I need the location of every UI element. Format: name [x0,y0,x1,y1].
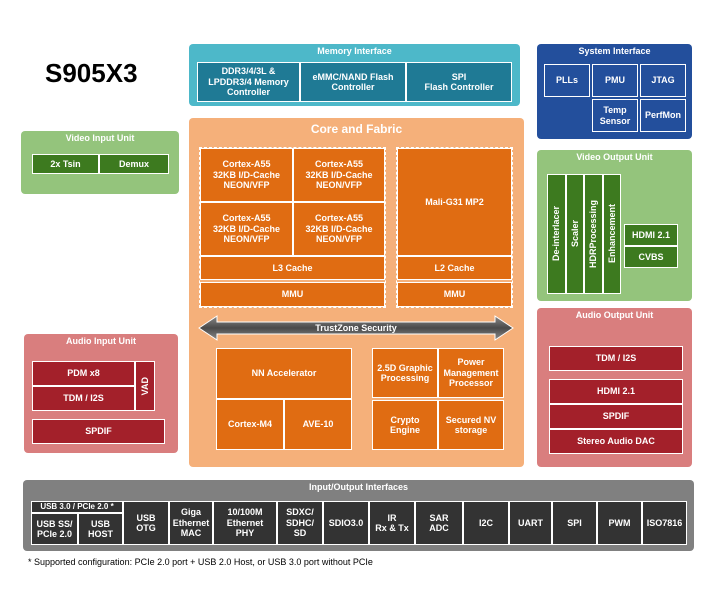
vad-label: VAD [139,376,150,396]
audio-input-block: Audio Input Unit PDM x8 TDM / I2S VAD SP… [24,334,178,453]
crypto-engine: Crypto Engine [372,400,438,450]
hdmi-output-cell: HDMI 2.1 [624,224,678,246]
emmc-nand-flash-controller: eMMC/NAND Flash Controller [300,62,406,102]
sdio3-cell: SDIO3.0 [323,501,369,545]
video-output-title: Video Output Unit [576,152,653,162]
temp-sensor-cell: Temp Sensor [592,99,638,132]
uart-cell: UART [509,501,552,545]
ir-rx-tx-cell: IR Rx & Tx [369,501,415,545]
enhancement-cell: Enhancement [603,174,621,294]
graphic-processing: 2.5D Graphic Processing [372,348,438,398]
cortex-a55-core-3: Cortex-A55 32KB I/D-Cache NEON/VFP [200,202,293,256]
secured-nv-storage: Secured NV storage [438,400,504,450]
audio-output-block: Audio Output Unit TDM / I2S HDMI 2.1 SPD… [537,308,692,467]
spi-flash-controller: SPI Flash Controller [406,62,512,102]
scaler-label: Scaler [569,220,580,248]
cortex-a55-core-2: Cortex-A55 32KB I/D-Cache NEON/VFP [293,148,385,202]
cvbs-cell: CVBS [624,246,678,268]
cortex-m4: Cortex-M4 [216,399,284,450]
iso7816-cell: ISO7816 [642,501,687,545]
usb-group-label: USB 3.0 / PCIe 2.0 * [32,502,122,513]
cortex-a55-core-4: Cortex-A55 32KB I/D-Cache NEON/VFP [293,202,385,256]
tdm-i2s-output-cell: TDM / I2S [549,346,683,371]
sar-adc-cell: SAR ADC [415,501,463,545]
video-input-title: Video Input Unit [65,133,135,143]
system-interface-block: System Interface PLLs PMU JTAG Temp Sens… [537,44,692,139]
deinterlacer-cell: De-interlacer [547,174,566,294]
memory-controller: DDR3/4/3L & LPDDR3/4 Memory Controller [197,62,300,102]
system-interface-title: System Interface [578,46,651,56]
stereo-audio-dac-cell: Stereo Audio DAC [549,429,683,454]
deinterlacer-label: De-interlacer [551,206,562,262]
pmu-cell: PMU [592,64,638,97]
footnote: * Supported configuration: PCIe 2.0 port… [28,557,373,567]
hdr-processing-label: HDRProcessing [588,199,599,269]
giga-ethernet-mac-cell: Giga Ethernet MAC [169,501,213,545]
pdm-cell: PDM x8 [32,361,135,386]
usb-host-cell: USB HOST [78,513,123,545]
audio-output-title: Audio Output Unit [575,310,654,320]
mali-g31-gpu: Mali-G31 MP2 [397,148,512,256]
memory-interface-block: Memory Interface DDR3/4/3L & LPDDR3/4 Me… [189,44,520,106]
demux-cell: Demux [99,154,169,174]
memory-interface-title: Memory Interface [317,46,392,56]
video-input-block: Video Input Unit 2x Tsin Demux [21,131,179,194]
vad-cell: VAD [135,361,155,411]
tdm-i2s-input-cell: TDM / I2S [32,386,135,411]
trustzone-label: TrustZone Security [315,322,397,333]
plls-cell: PLLs [544,64,590,97]
video-output-block: Video Output Unit De-interlacer Scaler H… [537,150,692,301]
core-fabric-block: Core and Fabric Cortex-A55 32KB I/D-Cach… [189,118,524,467]
usb-otg-cell: USB OTG [123,501,169,545]
scaler-cell: Scaler [566,174,584,294]
gpu-cluster [396,147,513,308]
usb-ss-pcie-cell: USB SS/ PCIe 2.0 [31,513,78,545]
l2-cache: L2 Cache [397,256,512,280]
spi-cell: SPI [552,501,597,545]
audio-input-title: Audio Input Unit [66,336,136,346]
i2c-cell: I2C [463,501,509,545]
core-fabric-title: Core and Fabric [310,122,403,136]
spdif-output-cell: SPDIF [549,404,683,429]
hdr-processing-cell: HDRProcessing [584,174,603,294]
sdxc-sdhc-sd-cell: SDXC/ SDHC/ SD [277,501,323,545]
perfmon-cell: PerfMon [640,99,686,132]
power-management-processor: Power Management Processor [438,348,504,398]
hdmi-audio-cell: HDMI 2.1 [549,379,683,404]
l3-cache: L3 Cache [200,256,385,280]
mmu-cpu: MMU [200,282,385,307]
io-interfaces-title: Input/Output Interfaces [309,482,408,492]
ave-10: AVE-10 [284,399,352,450]
jtag-cell: JTAG [640,64,686,97]
cpu-cluster [199,147,386,308]
chip-title: S905X3 [45,58,138,88]
nn-accelerator: NN Accelerator [216,348,352,399]
mmu-gpu: MMU [397,282,512,307]
trustzone-arrow [198,315,514,341]
cortex-a55-core-1: Cortex-A55 32KB I/D-Cache NEON/VFP [200,148,293,202]
spdif-input-cell: SPDIF [32,419,165,444]
io-interfaces-block: Input/Output Interfaces USB 3.0 / PCIe 2… [23,480,694,551]
tsin-cell: 2x Tsin [32,154,99,174]
enhancement-label: Enhancement [606,204,617,264]
pwm-cell: PWM [597,501,642,545]
ethernet-phy-cell: 10/100M Ethernet PHY [213,501,277,545]
